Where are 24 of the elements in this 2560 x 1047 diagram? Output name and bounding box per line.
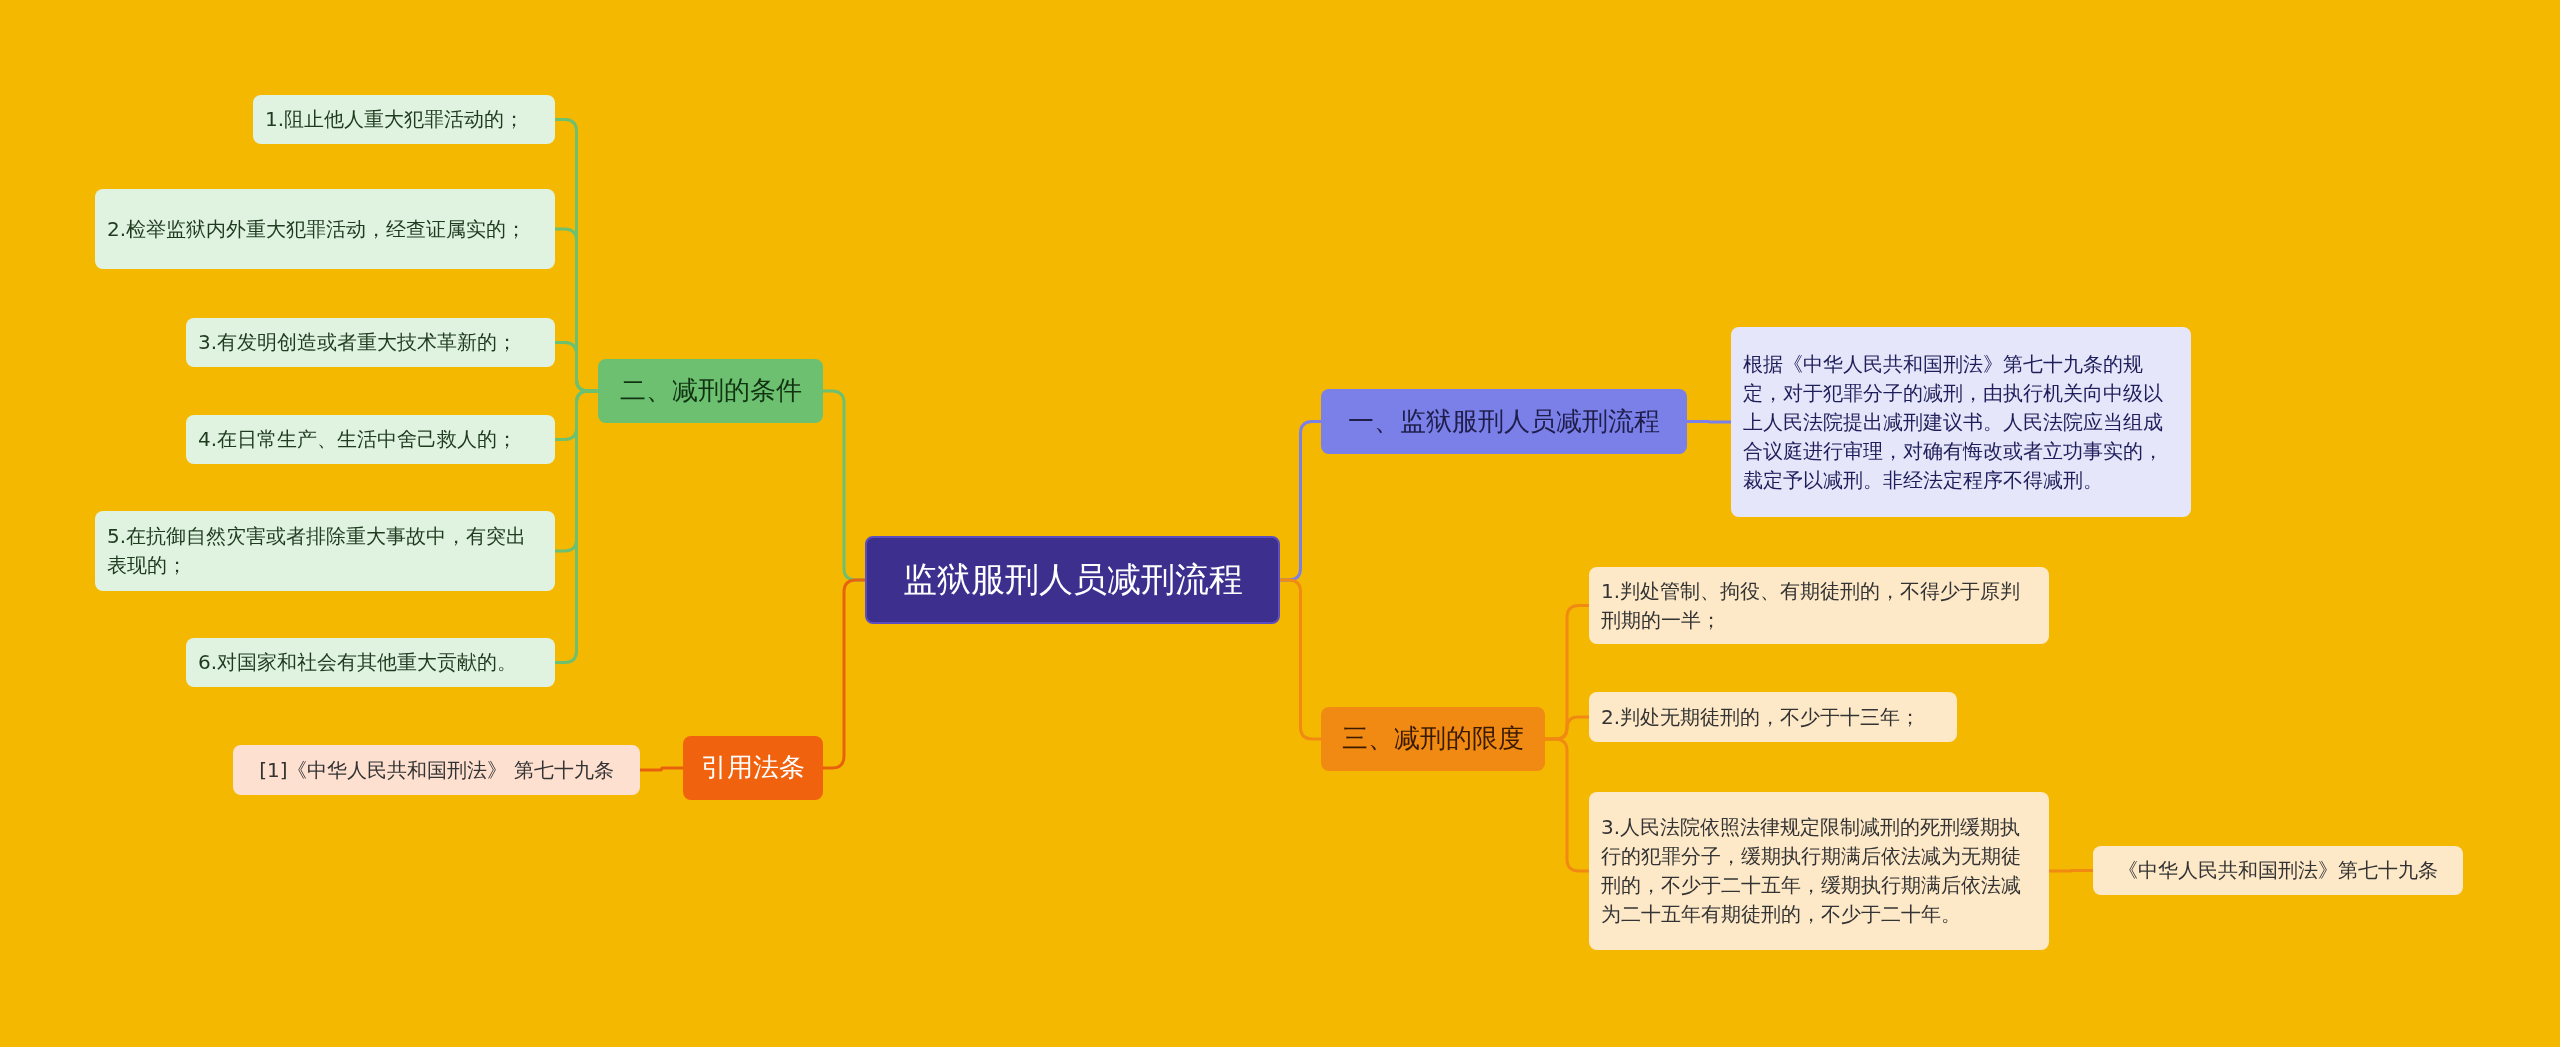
connector-line <box>555 389 598 664</box>
subtopic-box: 2.判处无期徒刑的，不少于十三年； <box>1589 692 1957 742</box>
branch-topic-box: 二、减刑的条件 <box>598 359 823 423</box>
subtopic-box: 《中华人民共和国刑法》第七十九条 <box>2093 846 2463 895</box>
connector-line <box>823 578 865 770</box>
subtopic-box: 3.有发明创造或者重大技术革新的； <box>186 318 555 367</box>
branch-topic-box: 引用法条 <box>683 736 823 800</box>
subtopic-box: 6.对国家和社会有其他重大贡献的。 <box>186 638 555 687</box>
connector-line <box>1545 737 1589 873</box>
subtopic-box: 2.检举监狱内外重大犯罪活动，经查证属实的； <box>95 189 555 269</box>
note-box: 根据《中华人民共和国刑法》第七十九条的规定，对于犯罪分子的减刑，由执行机关向中级以上人民法院提出减刑建议书。人民法院应当组成合议庭进行审理，对确有悔改或者立功事实的，裁定予以减刑。非经法定程序不得减刑。 <box>1731 327 2191 517</box>
root-topic-box: 监狱服刑人员减刑流程 <box>865 536 1280 624</box>
subtopic-box: 5.在抗御自然灾害或者排除重大事故中，有突出表现的； <box>95 511 555 591</box>
subtopic-box: 3.人民法院依照法律规定限制减刑的死刑缓期执行的犯罪分子，缓期执行期满后依法减为无期徒刑的，不少于二十五年，缓期执行期满后依法减为二十五年有期徒刑的，不少于二十年。 <box>1589 792 2049 950</box>
connector-line <box>2049 869 2093 873</box>
connector-line <box>1280 578 1321 741</box>
subtopic-box: 4.在日常生产、生活中舍己救人的； <box>186 415 555 464</box>
branch-topic-box: 一、监狱服刑人员减刑流程 <box>1321 389 1687 454</box>
subtopic-box: [1]《中华人民共和国刑法》 第七十九条 <box>233 745 640 795</box>
branch-topic-box: 三、减刑的限度 <box>1321 707 1545 771</box>
connector-line <box>640 766 683 772</box>
subtopic-box: 1.判处管制、拘役、有期徒刑的，不得少于原判刑期的一半； <box>1589 567 2049 644</box>
connector-line <box>1687 420 1731 424</box>
subtopic-box: 1.阻止他人重大犯罪活动的； <box>253 95 555 144</box>
